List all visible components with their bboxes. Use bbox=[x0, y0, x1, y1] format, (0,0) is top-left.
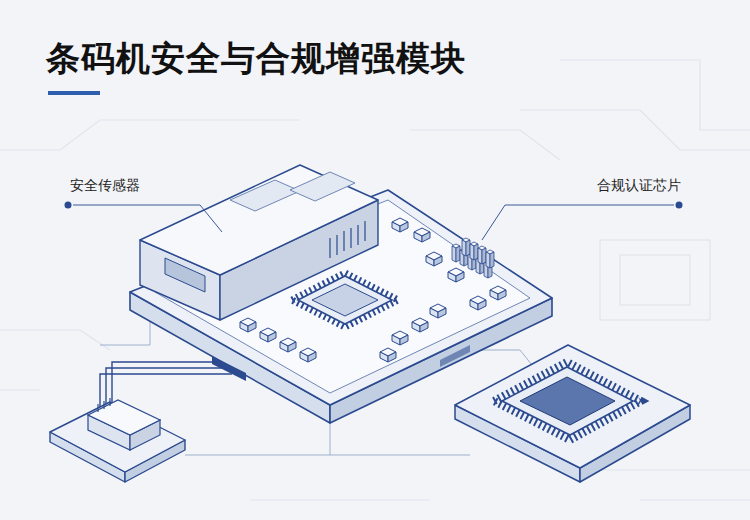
sensor-block bbox=[357, 225, 358, 245]
compliance-chip-module bbox=[520, 377, 615, 425]
pin-header bbox=[486, 250, 494, 268]
board-components bbox=[448, 268, 464, 282]
background-circuit bbox=[0, 330, 110, 350]
background-circuit bbox=[410, 130, 560, 160]
background-circuit bbox=[0, 60, 750, 500]
sensor-block bbox=[364, 221, 365, 241]
board-components bbox=[380, 348, 396, 362]
board-components bbox=[392, 218, 408, 232]
pin-header bbox=[462, 238, 470, 256]
leader-dots bbox=[65, 202, 683, 209]
background-circuit bbox=[0, 120, 300, 150]
compliance-chip-module bbox=[455, 345, 690, 482]
sensor-module bbox=[109, 398, 110, 406]
sensor-block bbox=[165, 258, 205, 292]
sensor-module bbox=[50, 398, 185, 482]
sensor-block bbox=[330, 221, 365, 258]
compliance-chip-module bbox=[455, 345, 690, 468]
background-circuit bbox=[560, 60, 750, 130]
background-circuit bbox=[600, 240, 710, 320]
main-chip bbox=[292, 273, 398, 327]
board-components bbox=[240, 218, 506, 362]
callout-label: 安全传感器 bbox=[68, 176, 142, 196]
background-circuit bbox=[640, 499, 750, 500]
compliance-chip-module bbox=[494, 362, 641, 440]
sensor-block bbox=[140, 165, 378, 275]
pin-header bbox=[452, 244, 460, 262]
sensor-block bbox=[343, 231, 344, 251]
board-components bbox=[280, 338, 296, 352]
sensor-block bbox=[230, 180, 300, 211]
sensor-module bbox=[98, 398, 110, 412]
background-circuit bbox=[250, 499, 430, 500]
sensor-block bbox=[290, 172, 355, 201]
main-chip bbox=[292, 273, 398, 327]
board-components bbox=[392, 331, 408, 345]
leader-dots bbox=[65, 202, 72, 209]
leader-lines bbox=[73, 205, 222, 232]
faint-links bbox=[185, 455, 470, 456]
board-components bbox=[470, 296, 486, 310]
callout-label: 合规认证芯片 bbox=[595, 176, 683, 196]
connector-wires bbox=[112, 362, 232, 412]
leader-lines bbox=[482, 205, 674, 240]
pin-header bbox=[452, 238, 494, 278]
sensor-module bbox=[103, 401, 104, 409]
board-components bbox=[430, 304, 446, 318]
main-chip bbox=[312, 284, 378, 316]
background-circuit bbox=[520, 110, 750, 150]
board-port bbox=[212, 356, 246, 381]
compliance-chip-module bbox=[502, 367, 633, 435]
leader-lines bbox=[73, 205, 674, 240]
board-components bbox=[414, 228, 430, 242]
pin-header bbox=[478, 246, 486, 264]
sensor-block bbox=[329, 238, 330, 258]
background-circuit bbox=[600, 469, 750, 470]
sensor-block bbox=[140, 165, 378, 320]
sensor-block bbox=[336, 235, 337, 255]
board-components bbox=[490, 286, 506, 300]
board-components bbox=[260, 328, 276, 342]
board-port bbox=[440, 345, 470, 367]
board-components bbox=[300, 348, 316, 362]
sensor-module bbox=[97, 404, 98, 412]
faint-links bbox=[330, 423, 331, 455]
sensor-module bbox=[88, 400, 160, 435]
board-components bbox=[426, 252, 442, 266]
diagram-title: 条码机安全与合规增强模块 bbox=[46, 36, 466, 82]
main-chip bbox=[298, 276, 392, 324]
board-components bbox=[412, 318, 428, 332]
board-components bbox=[240, 318, 256, 332]
background-circuit bbox=[620, 255, 690, 305]
title-underline bbox=[48, 91, 100, 95]
sensor-block bbox=[350, 228, 351, 248]
leader-dots bbox=[676, 202, 683, 209]
pin-header bbox=[470, 242, 478, 260]
background-circuit bbox=[0, 389, 40, 390]
